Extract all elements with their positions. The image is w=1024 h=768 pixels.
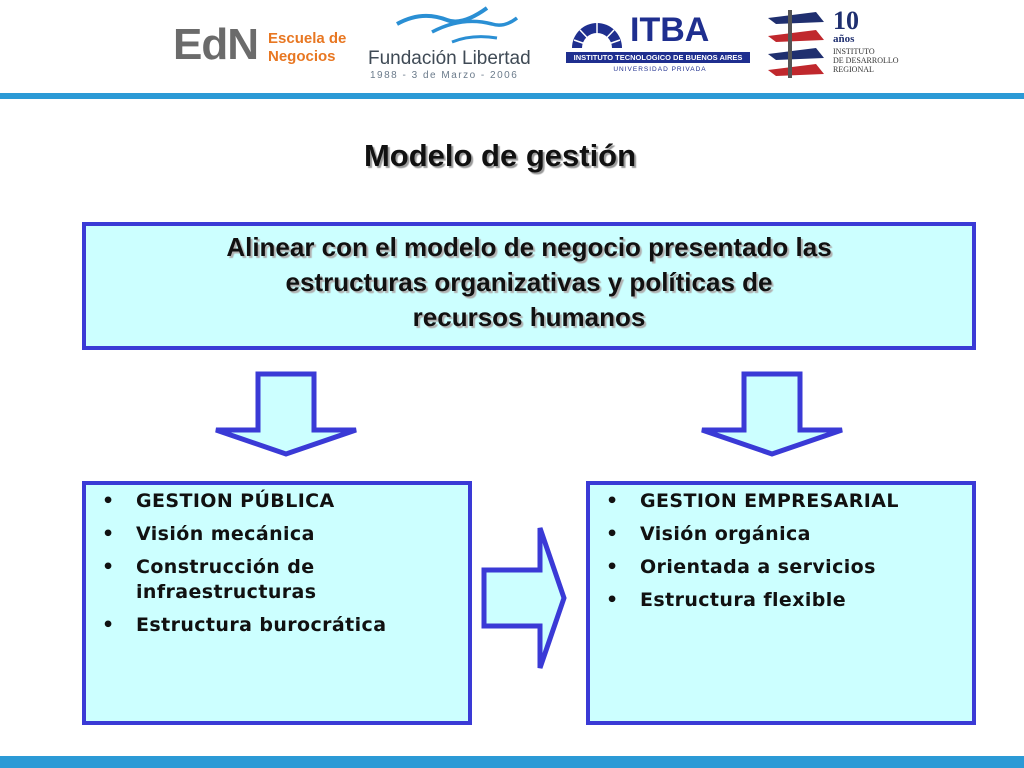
- down-arrow-right-icon: [701, 371, 843, 457]
- logo-band: [0, 0, 1024, 93]
- statement-line-3: recursos humanos: [412, 302, 646, 332]
- right-arrow-icon: [481, 527, 567, 669]
- list-item: GESTION EMPRESARIAL: [590, 489, 968, 514]
- idr-years-number: 10: [833, 6, 859, 35]
- edn-subtitle-line1: Escuela de: [268, 30, 347, 47]
- itba-emblem-icon: [572, 23, 622, 49]
- idr-flag-icon: [768, 10, 824, 78]
- fundacion-libertad-logo: Fundación Libertad: [368, 48, 531, 69]
- list-item: Visión orgánica: [590, 522, 968, 547]
- fundacion-libertad-bird-icon: [396, 6, 519, 44]
- slide-title: Modelo de gestión: [363, 138, 637, 173]
- statement-line-2: estructuras organizativas y políticas de: [285, 267, 773, 297]
- edn-logo: EdN: [173, 20, 259, 69]
- footer-band: [0, 756, 1024, 768]
- list-item: Construcción de infraestructuras: [86, 555, 464, 605]
- edn-subtitle-line2: Negocios: [268, 48, 336, 65]
- itba-subtitle: INSTITUTO TECNOLOGICO DE BUENOS AIRES: [566, 52, 750, 63]
- header-divider: [0, 93, 1024, 99]
- itba-logo: ITBA: [630, 11, 710, 49]
- fundacion-libertad-tagline: 1988 - 3 de Marzo - 2006: [370, 70, 519, 81]
- list-item: Estructura burocrática: [86, 613, 464, 638]
- gestion-empresarial-list: GESTION EMPRESARIAL Visión orgánica Orie…: [590, 489, 968, 621]
- idr-line3: REGIONAL: [833, 65, 874, 74]
- itba-subtitle-2: UNIVERSIDAD PRIVADA: [613, 66, 707, 73]
- idr-years-label: años: [833, 33, 855, 45]
- statement-box: [82, 222, 976, 350]
- list-item: Estructura flexible: [590, 588, 968, 613]
- down-arrow-left-icon: [215, 371, 357, 457]
- gestion-publica-list: GESTION PÚBLICA Visión mecánica Construc…: [86, 489, 464, 646]
- idr-line1: INSTITUTO: [833, 47, 875, 56]
- list-item: Orientada a servicios: [590, 555, 968, 580]
- idr-institute-name: INSTITUTO DE DESARROLLO REGIONAL: [833, 47, 913, 74]
- edn-logo-subtitle: Escuela de Negocios: [268, 30, 368, 66]
- idr-line2: DE DESARROLLO: [833, 56, 899, 65]
- statement-text: Alinear con el modelo de negocio present…: [82, 230, 976, 335]
- list-item: Visión mecánica: [86, 522, 464, 547]
- statement-line-1: Alinear con el modelo de negocio present…: [226, 232, 832, 262]
- list-item: GESTION PÚBLICA: [86, 489, 464, 514]
